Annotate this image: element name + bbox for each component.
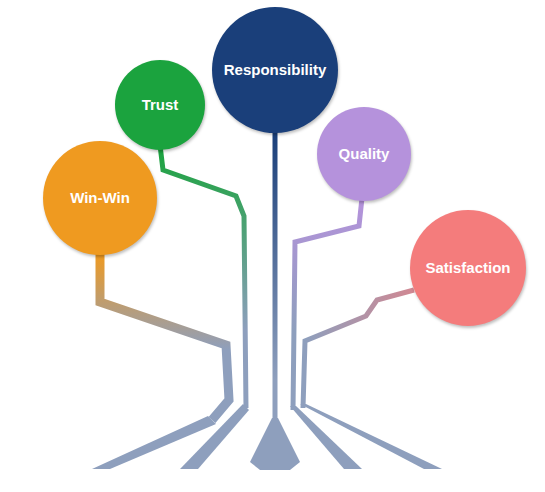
circle-label: Responsibility — [224, 61, 327, 78]
circle-label: Win-Win — [70, 189, 130, 206]
circle-label: Quality — [339, 145, 390, 162]
circle-label: Satisfaction — [425, 259, 510, 276]
tree-roots — [92, 404, 442, 470]
branch — [100, 250, 229, 420]
value-circle: Trust — [115, 60, 205, 150]
root — [300, 404, 442, 469]
root — [250, 418, 300, 470]
trunk — [273, 128, 278, 420]
value-circle: Responsibility — [212, 7, 338, 133]
circle-label: Trust — [142, 96, 179, 113]
value-circle: Quality — [317, 107, 411, 201]
value-circle: Satisfaction — [410, 210, 526, 326]
root — [180, 404, 249, 469]
value-circle: Win-Win — [43, 141, 157, 255]
branch — [160, 145, 246, 408]
branch — [303, 290, 414, 408]
